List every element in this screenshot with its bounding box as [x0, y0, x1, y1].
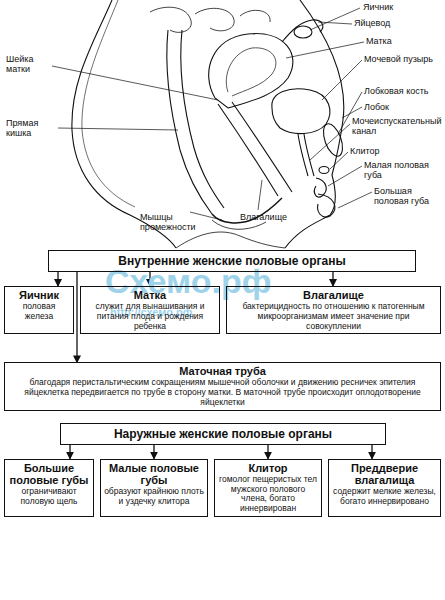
arrow-connector — [57, 272, 58, 286]
box-text: гомолог пещеристых тел мужского полового… — [218, 475, 318, 514]
bladder — [272, 89, 330, 134]
thigh-line — [176, 232, 285, 248]
box-text: содержит мелкие железы, богато иннервиро… — [332, 487, 437, 507]
organ-box: Большие половые губыограничивают половую… — [4, 459, 94, 517]
part-label: Лобковая кость — [364, 86, 444, 96]
part-label: Яйцевод — [354, 18, 434, 28]
box-heading: Влагалище — [230, 289, 437, 301]
part-label: Матка — [366, 36, 442, 46]
organ-box: Влагалищебактерицидность по отношению к … — [226, 286, 441, 334]
box-text: половая железа — [8, 302, 70, 322]
box-text: служит для вынашивания и питания плода и… — [84, 302, 216, 331]
box-heading: Матка — [84, 289, 216, 301]
arrow-connector — [76, 272, 77, 362]
labia-majora — [318, 194, 335, 217]
box-text: образуют крайнюю плоть и уздечку клитора — [104, 487, 204, 507]
part-label: Лобок — [364, 102, 440, 112]
part-label: Влагалище — [240, 212, 300, 222]
arrow-connector — [332, 272, 333, 286]
organ-box: Маточная трубаблагодаря перистальтически… — [4, 362, 441, 410]
part-label: Шейка матки — [6, 54, 52, 74]
uterus — [209, 34, 293, 108]
box-heading: Наружные женские половые органы — [65, 427, 381, 441]
fallopian-tube — [282, 20, 323, 42]
part-label: Клитор — [350, 146, 420, 156]
box-heading: Преддверие влагалища — [332, 462, 437, 486]
part-label: Малая половая губа — [364, 160, 442, 180]
arrow-connector — [267, 445, 268, 459]
box-heading: Клитор — [218, 462, 318, 474]
organ-box: Клиторгомолог пещеристых тел мужского по… — [214, 459, 322, 517]
part-label: Мочевой пузырь — [364, 54, 442, 64]
part-label: Прямая кишка — [6, 118, 58, 138]
organ-box: Малые половые губыобразуют крайнюю плоть… — [100, 459, 208, 517]
rectum — [167, 30, 224, 214]
box-heading: Яичник — [8, 289, 70, 301]
ovary — [294, 26, 312, 38]
vagina — [218, 102, 292, 196]
intestine-loops — [150, 7, 270, 32]
organ-box: Маткаслужит для вынашивания и питания пл… — [80, 286, 220, 334]
box-heading: Внутренние женские половые органы — [53, 254, 411, 268]
organ-box: Преддверие влагалищасодержит мелкие желе… — [328, 459, 441, 517]
front-outline — [285, 0, 344, 248]
arrow-connector — [371, 445, 372, 459]
clitoris — [319, 167, 329, 174]
leader-lines — [52, 8, 372, 220]
arrow-connector — [153, 445, 154, 459]
box-heading: Малые половые губы — [104, 462, 204, 486]
box-heading: Большие половые губы — [8, 462, 90, 486]
box-heading: Маточная труба — [8, 365, 437, 377]
box-text: бактерицидность по отношению к патогенны… — [230, 302, 437, 331]
part-label: Мочеиспускательный канал — [352, 116, 442, 136]
part-label: Мышцы промежности — [140, 212, 190, 232]
urethra — [298, 134, 314, 176]
part-label: Яичник — [363, 2, 443, 12]
arrow-connector — [69, 445, 70, 459]
uterus-cavity — [226, 48, 276, 96]
back-outline — [72, 0, 176, 248]
back-inner — [82, 0, 135, 207]
part-label: Большая половая губа — [374, 186, 442, 206]
group-band: Наружные женские половые органы — [60, 423, 386, 445]
organ-box: Яичникполовая железа — [4, 286, 74, 334]
box-text: благодаря перистальтическим сокращениям … — [8, 378, 437, 407]
box-text: ограничивают половую щель — [8, 487, 90, 507]
group-band: Внутренние женские половые органы — [48, 250, 416, 272]
